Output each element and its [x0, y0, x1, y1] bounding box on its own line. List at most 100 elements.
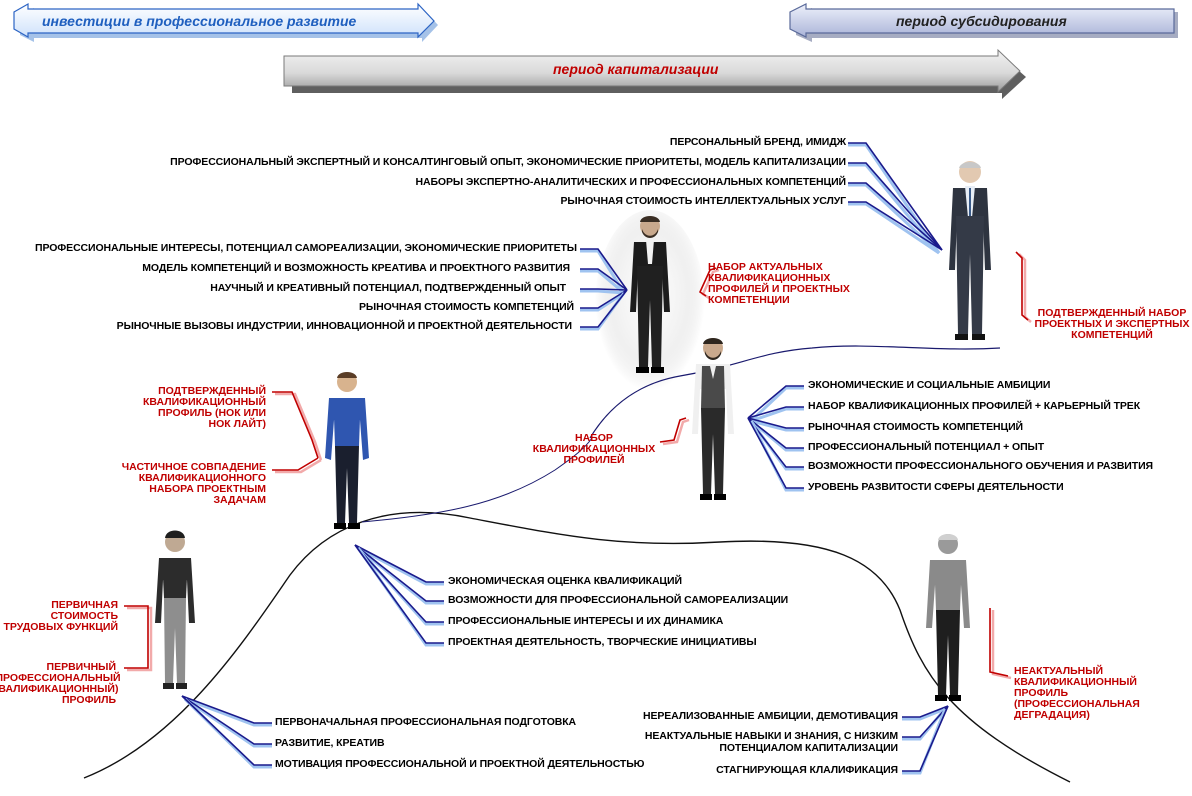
creative-item: ПРОФЕССИОНАЛЬНЫЕ ИНТЕРЕСЫ, ПОТЕНЦИАЛ САМ… — [35, 242, 577, 254]
expert-connector-shadow — [848, 163, 941, 254]
expert-connector — [848, 182, 943, 251]
blue-connector — [354, 544, 444, 583]
expert-connector-shadow — [848, 143, 941, 254]
vest-connector — [747, 417, 804, 489]
red-bracket-blue-partial — [272, 457, 319, 471]
old-item: НЕРЕАЛИЗОВАННЫЕ АМБИЦИИ, ДЕМОТИВАЦИЯ — [642, 710, 898, 722]
expert-connector-shadow — [848, 202, 940, 255]
young-connector-shadow — [184, 697, 272, 748]
creative-connector — [580, 288, 628, 291]
person-young-figure — [155, 530, 195, 689]
banner-subsidy-label: период субсидирования — [896, 13, 1067, 29]
red-bracket-blue-partial-shadow — [275, 458, 322, 474]
blue-item: ВОЗМОЖНОСТИ ДЛЯ ПРОФЕССИОНАЛЬНОЙ САМОРЕА… — [448, 594, 789, 606]
expert-connector — [848, 162, 943, 251]
creative-item: РЫНОЧНЫЕ ВЫЗОВЫ ИНДУСТРИИ, ИННОВАЦИОННОЙ… — [116, 320, 572, 332]
young-item: МОТИВАЦИЯ ПРОФЕССИОНАЛЬНОЙ И ПРОЕКТНОЙ Д… — [275, 758, 645, 770]
vest-connector-shadow — [750, 419, 804, 452]
banner-capitalization-arrow — [283, 48, 1026, 99]
creative-connector — [580, 289, 628, 328]
banner-investments-arrow — [13, 2, 438, 42]
person-expert-figure — [949, 161, 991, 340]
creative-connector — [580, 289, 628, 309]
connector-lines — [124, 142, 1032, 775]
creative-item: МОДЕЛЬ КОМПЕТЕНЦИЙ И ВОЗМОЖНОСТЬ КРЕАТИВ… — [142, 262, 570, 274]
blue-item: ПРОФЕССИОНАЛЬНЫЕ ИНТЕРЕСЫ И ИХ ДИНАМИКА — [448, 615, 724, 627]
red-bracket-vest — [659, 417, 687, 443]
person-blue-shirt-figure — [325, 372, 369, 529]
red-label-young-cost: ПЕРВИЧНАЯ СТОИМОСТЬ ТРУДОВЫХ ФУНКЦИЙ — [3, 599, 118, 633]
person-vest-figure — [692, 338, 734, 500]
young-connector-shadow — [184, 697, 272, 727]
red-label-old-profile: НЕАКТУАЛЬНЫЙ КВАЛИФИКАЦИОННЫЙ ПРОФИЛЬ (П… — [1014, 665, 1140, 721]
expert-connector — [848, 142, 943, 251]
young-connector — [181, 695, 272, 766]
red-bracket-expert — [1015, 251, 1029, 321]
vest-item: РЫНОЧНАЯ СТОИМОСТЬ КОМПЕТЕНЦИЙ — [808, 421, 1023, 433]
blue-item: ЭКОНОМИЧЕСКАЯ ОЦЕНКА КВАЛИФИКАЦИЙ — [448, 575, 682, 587]
banner-investments-label: инвестиции в профессиональное развитие — [42, 13, 357, 29]
red-bracket-old — [989, 608, 1009, 677]
vest-connector — [747, 417, 804, 449]
creative-item: РЫНОЧНАЯ СТОИМОСТЬ КОМПЕТЕНЦИЙ — [359, 301, 574, 313]
young-connector — [181, 695, 272, 745]
banner-capitalization-label: период капитализации — [553, 61, 719, 77]
old-connector — [902, 705, 949, 772]
old-connector — [902, 705, 949, 738]
expert-connector-shadow — [848, 183, 941, 255]
vest-item: ВОЗМОЖНОСТИ ПРОФЕССИОНАЛЬНОГО ОБУЧЕНИЯ И… — [808, 460, 1153, 472]
creative-connector-shadow — [580, 291, 625, 312]
old-connector-shadow — [902, 707, 946, 721]
red-label-blue-partial: ЧАСТИЧНОЕ СОВПАДЕНИЕ КВАЛИФИКАЦИОННОГО Н… — [121, 461, 266, 506]
vest-connector-shadow — [749, 386, 804, 423]
blue-connector — [354, 544, 444, 602]
expert-item: РЫНОЧНАЯ СТОИМОСТЬ ИНТЕЛЛЕКТУАЛЬНЫХ УСЛУ… — [560, 195, 847, 207]
expert-item: ПРОФЕССИОНАЛЬНЫЙ ЭКСПЕРТНЫЙ И КОНСАЛТИНГ… — [170, 156, 846, 168]
red-bracket-creative — [698, 267, 717, 297]
vest-connector — [747, 417, 804, 468]
expert-item: НАБОРЫ ЭКСПЕРТНО-АНАЛИТИЧЕСКИХ И ПРОФЕСС… — [415, 176, 847, 188]
blue-connector-shadow — [357, 546, 444, 586]
red-bracket-old-shadow — [991, 610, 1012, 680]
red-label-expert-confirmed: ПОДТВЕРЖДЕННЫЙ НАБОР ПРОЕКТНЫХ И ЭКСПЕРТ… — [1034, 307, 1190, 341]
old-connector — [902, 705, 949, 718]
vest-item: НАБОР КВАЛИФИКАЦИОННЫХ ПРОФИЛЕЙ + КАРЬЕР… — [808, 400, 1141, 412]
vest-connector — [747, 385, 804, 419]
red-bracket-blue-confirmed — [272, 391, 319, 459]
expert-connector — [848, 201, 943, 251]
young-connector — [181, 695, 272, 724]
creative-connector-shadow — [580, 289, 625, 295]
old-item: НЕАКТУАЛЬНЫЕ НАВЫКИ И ЗНАНИЯ, С НИЗКИМ П… — [644, 730, 898, 754]
creative-item: НАУЧНЫЙ И КРЕАТИВНЫЙ ПОТЕНЦИАЛ, ПОДТВЕРЖ… — [210, 282, 566, 294]
red-bracket-vest-shadow — [662, 418, 690, 446]
person-old-figure — [926, 534, 970, 701]
creative-connector — [580, 268, 628, 291]
young-item: РАЗВИТИЕ, КРЕАТИВ — [275, 737, 385, 749]
red-label-creative-set: НАБОР АКТУАЛЬНЫХ КВАЛИФИКАЦИОННЫХ ПРОФИЛ… — [708, 261, 850, 306]
expert-item: ПЕРСОНАЛЬНЫЙ БРЕНД, ИМИДЖ — [669, 136, 846, 148]
young-item: ПЕРВОНАЧАЛЬНАЯ ПРОФЕССИОНАЛЬНАЯ ПОДГОТОВ… — [275, 716, 577, 728]
creative-connector — [580, 248, 628, 291]
banner-subsidy-arrow — [789, 3, 1178, 42]
creative-connector-shadow — [580, 269, 625, 295]
blue-connector — [354, 544, 444, 644]
blue-item: ПРОЕКТНАЯ ДЕЯТЕЛЬНОСТЬ, ТВОРЧЕСКИЕ ИНИЦИ… — [448, 636, 757, 648]
person-creative-figure — [630, 216, 670, 373]
vest-item: ПРОФЕССИОНАЛЬНЫЙ ПОТЕНЦИАЛ + ОПЫТ — [808, 441, 1045, 453]
old-item: СТАГНИРУЮЩАЯ КЛАЛИФИКАЦИЯ — [716, 764, 898, 776]
blue-connector — [354, 544, 444, 623]
red-bracket-blue-confirmed-shadow — [275, 392, 323, 461]
vest-connector-shadow — [750, 419, 804, 432]
vest-item: ЭКОНОМИЧЕСКИЕ И СОЦИАЛЬНЫЕ АМБИЦИИ — [808, 379, 1051, 391]
blue-connector-shadow — [357, 546, 444, 605]
red-label-young-profile: ПЕРВИЧНЫЙ (ПРОФЕССИОНАЛЬНЫЙ КВАЛИФИКАЦИО… — [0, 661, 121, 706]
red-bracket-young-shadow — [127, 606, 153, 672]
vest-connector-shadow — [750, 407, 804, 423]
creative-connector-shadow — [580, 249, 626, 294]
vest-connector — [747, 406, 804, 419]
vest-item: УРОВЕНЬ РАЗВИТОСТИ СФЕРЫ ДЕЯТЕЛЬНОСТИ — [808, 481, 1064, 493]
vest-connector — [747, 417, 804, 429]
red-label-vest-set: НАБОР КВАЛИФИКАЦИОННЫХ ПРОФИЛЕЙ — [532, 432, 656, 466]
